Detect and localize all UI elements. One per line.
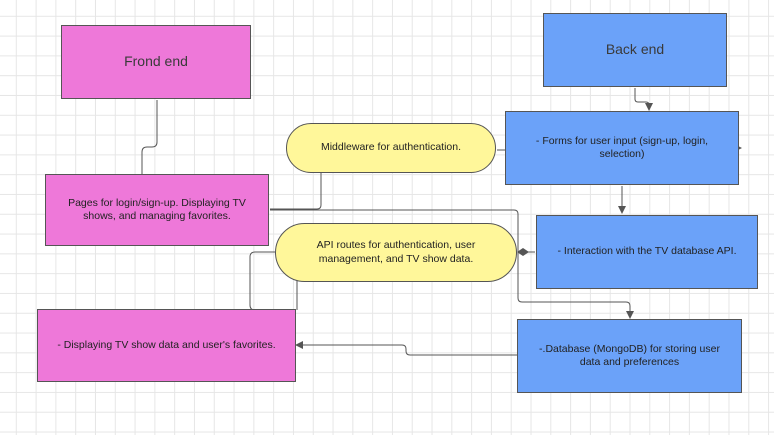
api-routes-node[interactable]: API routes for authentication, user mana… [275, 223, 517, 282]
connector-login-to-database [270, 209, 634, 319]
display-favorites-node[interactable]: - Displaying TV show data and user's fav… [37, 309, 296, 382]
login-pages-label: Pages for login/sign-up. Displaying TV s… [68, 196, 246, 222]
api-routes-label: API routes for authentication, user mana… [316, 239, 476, 265]
forms-node[interactable]: - Forms for user input (sign-up, login, … [505, 111, 739, 185]
tv-api-label: - Interaction with the TV database API. [557, 245, 737, 258]
middleware-label: Middleware for authentication. [320, 141, 462, 154]
login-pages-node[interactable]: Pages for login/sign-up. Displaying TV s… [45, 174, 269, 246]
backend-header-label: Back end [605, 41, 665, 58]
database-label: -.Database (MongoDB) for storing user da… [539, 342, 720, 368]
connector-database-to-display [295, 341, 517, 356]
middleware-node[interactable]: Middleware for authentication. [286, 123, 496, 173]
tv-api-node[interactable]: - Interaction with the TV database API. [536, 215, 758, 289]
connector-backend-to-forms [634, 88, 653, 111]
frontend-header-label: Frond end [124, 53, 188, 70]
forms-label: - Forms for user input (sign-up, login, … [535, 134, 709, 160]
database-node[interactable]: -.Database (MongoDB) for storing user da… [517, 319, 742, 393]
connector-frontend-to-login-pages [138, 100, 158, 187]
frontend-header-node[interactable]: Frond end [61, 25, 251, 99]
display-favorites-label: - Displaying TV show data and user's fav… [57, 338, 276, 351]
backend-header-node[interactable]: Back end [543, 13, 727, 87]
connector-login-to-middleware [270, 159, 325, 210]
